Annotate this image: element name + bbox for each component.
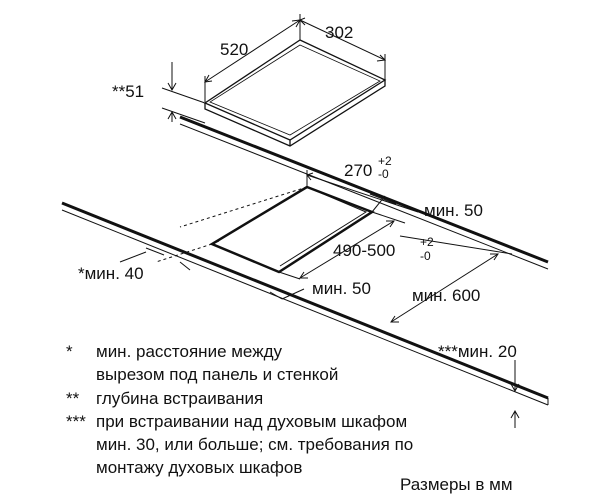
dim-rear-min-lines xyxy=(369,193,421,212)
dim-depth-label: **51 xyxy=(112,82,144,101)
worktop xyxy=(61,115,549,406)
dim-cutout-width-tol-minus: -0 xyxy=(420,249,431,263)
note-1-mark: * xyxy=(66,342,73,361)
dim-cutout-depth-tol-minus: -0 xyxy=(378,167,389,181)
note-3-mark: *** xyxy=(66,412,86,431)
dim-rear-min-label: мин. 50 xyxy=(424,201,483,220)
dim-depth-lines xyxy=(161,62,206,124)
units-note: Размеры в мм xyxy=(400,475,513,494)
dim-side-min-label: *мин. 40 xyxy=(78,264,144,283)
dim-neighbor-min-lines xyxy=(390,235,513,323)
note-1-line-1: мин. расстояние между xyxy=(96,342,282,361)
note-1-line-2: вырезом под панель и стенкой xyxy=(96,365,338,384)
dim-neighbor-min-label: мин. 600 xyxy=(412,286,480,305)
footnotes: * мин. расстояние между вырезом под пане… xyxy=(66,342,413,477)
dim-width-lines xyxy=(299,17,387,80)
note-2-line-1: глубина встраивания xyxy=(96,389,263,408)
dim-front-min-lines xyxy=(269,288,305,300)
cooktop-appliance xyxy=(203,39,387,147)
dim-width-label: 302 xyxy=(325,23,353,42)
cooktop-glass-edge xyxy=(209,44,381,136)
note-3-line-1: при встраивании над духовым шкафом xyxy=(96,412,407,431)
dim-cutout-width-lines xyxy=(278,211,406,280)
note-3-line-2: мин. 30, или больше; см. требования по xyxy=(96,435,413,454)
dim-side-min-lines xyxy=(119,247,191,271)
dim-cutout-depth-lines xyxy=(306,170,419,213)
projection-lines xyxy=(155,186,308,263)
note-3-line-3: монтажу духовых шкафов xyxy=(96,458,302,477)
dim-cutout-depth-label: 270 xyxy=(344,161,372,180)
dim-cutout-depth-tol-plus: +2 xyxy=(378,154,392,168)
dim-worktop-min-label: ***мин. 20 xyxy=(438,342,517,361)
note-2-mark: ** xyxy=(66,389,80,408)
dim-worktop-min-lines xyxy=(510,360,520,428)
dim-length-label: 520 xyxy=(220,40,248,59)
dim-cutout-width-tol-plus: +2 xyxy=(420,235,434,249)
dim-front-min-label: мин. 50 xyxy=(312,279,371,298)
dim-cutout-width-label: 490-500 xyxy=(333,241,395,260)
